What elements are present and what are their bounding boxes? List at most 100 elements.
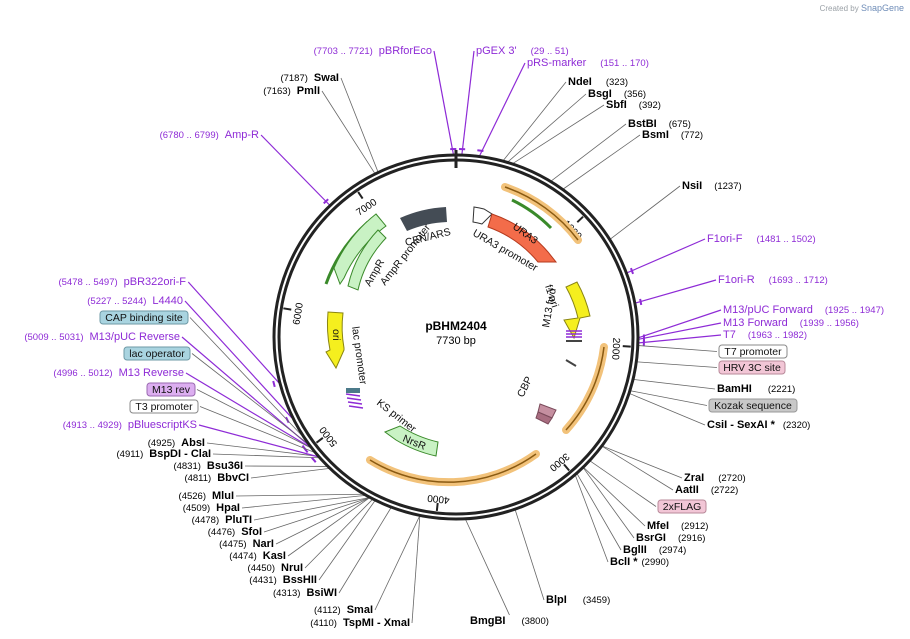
leader-line (191, 353, 307, 444)
primer-m13-puc-reverse[interactable]: (5009 .. 5031)M13/pUC Reverse (24, 331, 180, 343)
primer-pbr322ori-f[interactable]: (5478 .. 5497)pBR322ori-F (58, 276, 186, 288)
leader-line (635, 279, 717, 304)
primer-site-mark (639, 298, 643, 306)
enzyme-bsiwi[interactable]: (4313)BsiWI (273, 587, 337, 599)
enzyme-nsii[interactable]: NsiI(1237) (682, 180, 742, 192)
enzyme-nari[interactable]: (4475)NarI (219, 538, 274, 550)
enzyme-bbvci[interactable]: (4811)BbvCI (184, 472, 249, 484)
enzyme-bspdi-clai[interactable]: (4911)BspDI - ClaI (117, 448, 212, 460)
m13-fwd-marks (565, 330, 582, 367)
enzyme-bstbi[interactable]: BstBI(675) (628, 118, 691, 130)
enzyme-kasi[interactable]: (4474)KasI (229, 550, 286, 562)
primer-site-mark (629, 267, 635, 275)
tick-label: 5000 (317, 424, 339, 449)
primer-f1ori-r[interactable]: F1ori-R(1693 .. 1712) (718, 274, 828, 286)
primer-pgex3[interactable]: pGEX 3'(29 .. 51) (476, 45, 569, 57)
leader-line (583, 467, 635, 539)
leader-lines (181, 50, 722, 624)
primer-pbluescriptks[interactable]: (4913 .. 4929)pBluescriptKS (63, 419, 197, 431)
enzyme-bsshii[interactable]: (4431)BssHII (249, 574, 317, 586)
leader-line (287, 497, 370, 557)
svg-text:lac operator: lac operator (129, 348, 185, 360)
svg-text:M13 rev: M13 rev (152, 384, 191, 396)
primer-pbrforeco[interactable]: (7703 .. 7721)pBRforEco (314, 45, 432, 57)
enzyme-bsgi[interactable]: BsgI(356) (588, 88, 646, 100)
leader-line (630, 390, 708, 406)
ks-primer-marks (345, 388, 364, 409)
leader-line (260, 134, 330, 206)
leader-line (503, 81, 567, 161)
leader-line (250, 468, 329, 479)
enzyme-zrai[interactable]: ZraI(2720) (684, 472, 746, 484)
enzyme-absi[interactable]: (4925)AbsI (148, 437, 205, 449)
enzyme-csii-sexai[interactable]: CsiI - SexAI *(2320) (707, 419, 810, 431)
enzyme-aatii[interactable]: AatII(2722) (675, 484, 738, 496)
primer-m13-puc-forward[interactable]: M13/pUC Forward(1925 .. 1947) (723, 304, 884, 316)
enzyme-smai[interactable]: (4112)SmaI (314, 604, 373, 616)
leader-line (196, 389, 311, 448)
enzyme-bamhi[interactable]: BamHI(2221) (717, 383, 795, 395)
enzyme-pluti[interactable]: (4478)PluTI (192, 514, 252, 526)
leader-line (551, 123, 627, 182)
leader-line (583, 467, 646, 527)
enzyme-tspmi-xmai[interactable]: (4110)TspMI - XmaI (310, 617, 410, 629)
svg-text:2xFLAG: 2xFLAG (663, 501, 702, 513)
leader-line (198, 424, 318, 458)
enzyme-mlui[interactable]: (4526)MluI (179, 490, 234, 502)
primer-l4440[interactable]: (5227 .. 5244)L4440 (87, 295, 183, 307)
leader-line (576, 473, 622, 551)
enzyme-ndei[interactable]: NdeI(323) (568, 76, 628, 88)
enzyme-sfoi[interactable]: (4476)SfoI (208, 526, 262, 538)
box-cap-binding-site[interactable]: CAP binding site (99, 310, 189, 325)
primer-f1ori-f[interactable]: F1ori-F(1481 .. 1502) (707, 233, 816, 245)
leader-line (627, 238, 706, 274)
enzyme-bglii[interactable]: BglII(2974) (623, 544, 686, 556)
enzyme-bmgbi[interactable]: BmgBI(3800) (470, 615, 549, 627)
tick-mark (576, 215, 584, 223)
box-t7-promoter[interactable]: T7 promoter (718, 344, 788, 359)
enzyme-blpi[interactable]: BlpI(3459) (546, 594, 610, 606)
box-hrv-3c-site[interactable]: HRV 3C site (718, 360, 786, 375)
leader-line (610, 185, 681, 240)
primer-t7[interactable]: T7(1963 .. 1982) (723, 329, 807, 341)
enzyme-pmli[interactable]: (7163)PmlI (263, 85, 320, 97)
primer-m13-forward[interactable]: M13 Forward(1939 .. 1956) (723, 317, 859, 329)
cbp-arrow-2 (535, 411, 553, 425)
leader-line (199, 406, 314, 453)
feature-arcs (324, 183, 608, 487)
tick-mark (357, 191, 364, 200)
f1-ori-arrow (563, 281, 591, 340)
tick-label: 2000 (609, 337, 621, 360)
box-t3-promoter[interactable]: T3 promoter (129, 399, 199, 414)
primer-amp-r[interactable]: (6780 .. 6799)Amp-R (160, 129, 259, 141)
snapgene-credit: Created by SnapGene (820, 3, 904, 13)
enzyme-mfei[interactable]: MfeI(2912) (647, 520, 708, 532)
ura3-arrow (487, 213, 558, 263)
leader-line (638, 334, 722, 344)
plasmid-size: 7730 bp (436, 335, 476, 347)
leader-line (461, 50, 475, 155)
primer-prs-marker[interactable]: pRS-marker(151 .. 170) (527, 57, 649, 69)
leader-line (637, 361, 718, 368)
primer-m13-reverse[interactable]: (4996 .. 5012)M13 Reverse (53, 367, 184, 379)
enzyme-nrui[interactable]: (4450)NruI (248, 562, 303, 574)
enzyme-hpai[interactable]: (4509)HpaI (183, 502, 240, 514)
leader-line (241, 495, 365, 509)
outer-labels: (7703 .. 7721)pBRforEco pGEX 3'(29 .. 51… (24, 45, 884, 629)
box-kozak-sequence[interactable]: Kozak sequence (708, 398, 798, 413)
ori-arrow (325, 311, 345, 370)
leader-line (629, 393, 706, 426)
enzyme-sbfi[interactable]: SbfI(392) (606, 99, 661, 111)
enzyme-bsrgi[interactable]: BsrGI(2916) (636, 532, 705, 544)
enzyme-bsmi[interactable]: BsmI(772) (642, 129, 703, 141)
enzyme-bcli[interactable]: BclI *(2990) (610, 556, 669, 568)
leader-line (321, 90, 375, 174)
enzyme-bsu36i[interactable]: (4831)Bsu36I (173, 460, 243, 472)
enzyme-swai[interactable]: (7187)SwaI (280, 72, 339, 84)
svg-text:T7 promoter: T7 promoter (724, 346, 782, 358)
box-m13-rev[interactable]: M13 rev (146, 382, 196, 397)
leader-line (235, 493, 363, 497)
box-2xflag[interactable]: 2xFLAG (657, 499, 707, 514)
box-lac-operator[interactable]: lac operator (123, 346, 191, 361)
